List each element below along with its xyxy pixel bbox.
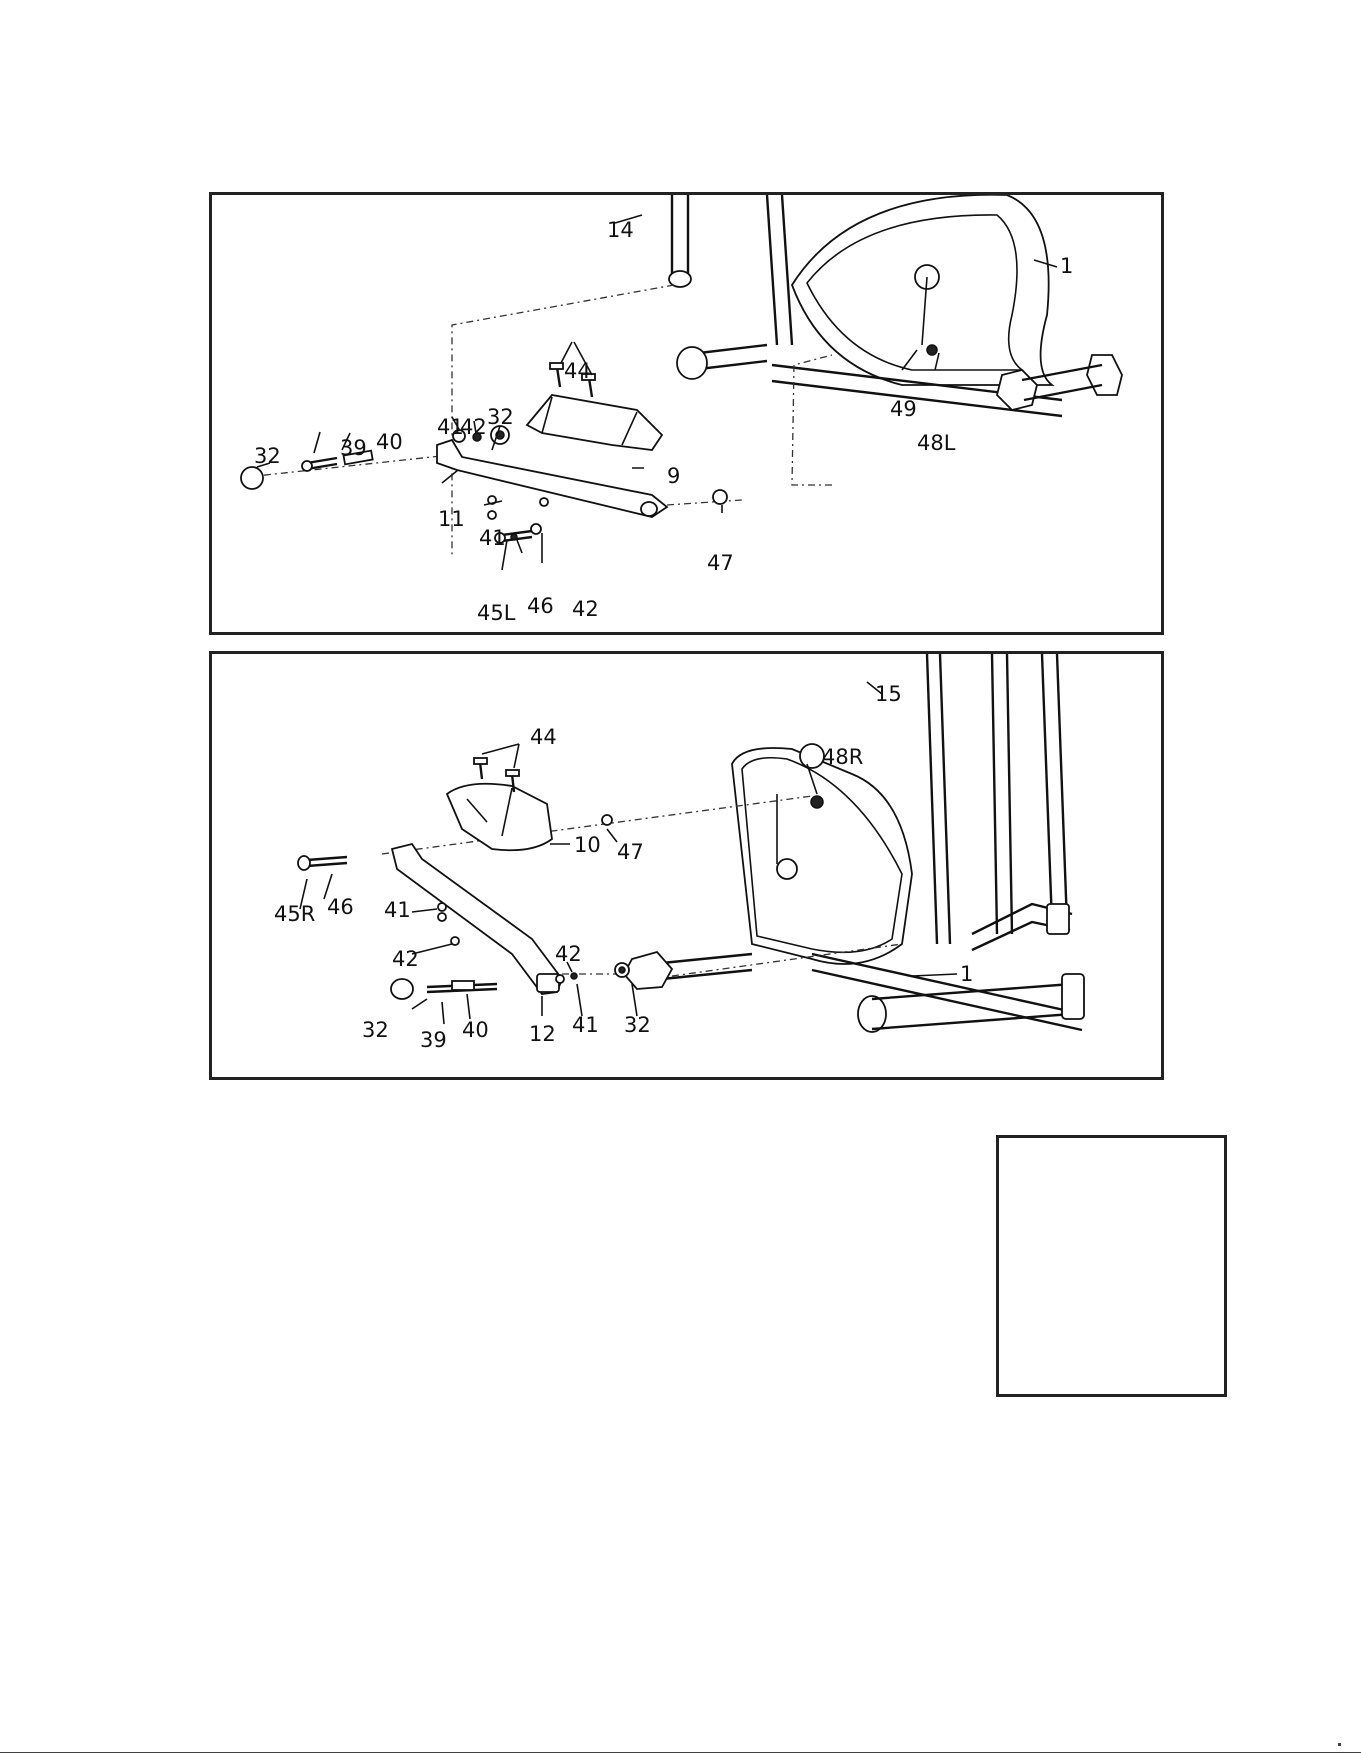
main-frame-part-1 [624, 654, 1084, 1032]
callout-46: 46 [527, 594, 554, 618]
arm-part-14 [669, 195, 691, 287]
callout-32: 32 [254, 444, 281, 468]
callout-41: 41 [572, 1013, 599, 1037]
callout-47: 47 [617, 840, 644, 864]
callout-48r: 48R [822, 745, 863, 769]
main-frame-part-1 [677, 195, 1122, 416]
callout-41: 41 [384, 898, 411, 922]
callout-12: 12 [529, 1022, 556, 1046]
assembly-diagram-right-pedal: 15 44 48R 47 10 45R 46 41 42 42 1 32 39 … [209, 651, 1164, 1080]
callout-32: 32 [487, 405, 514, 429]
footer-mark [1338, 1743, 1341, 1746]
assembly-line [792, 355, 832, 485]
callout-11: 11 [438, 507, 465, 531]
callout-42: 42 [460, 415, 487, 439]
pedal-part-10 [447, 784, 552, 850]
callout-42: 42 [555, 942, 582, 966]
callout-45r: 45R [274, 902, 315, 926]
callout-41: 41 [479, 526, 506, 550]
callout-9: 9 [667, 464, 680, 488]
callout-44: 44 [564, 359, 591, 383]
pedal-part-9 [527, 395, 662, 450]
callout-14: 14 [607, 218, 634, 242]
pedal-arm-part-11 [437, 440, 667, 517]
callout-42: 42 [392, 947, 419, 971]
callout-40: 40 [462, 1018, 489, 1042]
callout-47: 47 [707, 551, 734, 575]
callout-32: 32 [624, 1013, 651, 1037]
callout-49: 49 [890, 397, 917, 421]
callout-42: 42 [572, 597, 599, 621]
left-pedal-exploded-view: 14 1 44 32 41 42 39 40 9 11 41 49 48L 47… [212, 195, 1161, 632]
callout-1: 1 [960, 962, 973, 986]
callout-46: 46 [327, 895, 354, 919]
assembly-diagram-left-pedal: 14 1 44 32 41 42 39 40 9 11 41 49 48L 47… [209, 192, 1164, 635]
callout-45l: 45L [477, 601, 516, 625]
callout-32: 32 [362, 1018, 389, 1042]
footer-rule [0, 1752, 1361, 1753]
callout-15: 15 [875, 682, 902, 706]
callout-44: 44 [530, 725, 557, 749]
callout-39: 39 [340, 436, 367, 460]
right-pedal-exploded-view: 15 44 48R 47 10 45R 46 41 42 42 1 32 39 … [212, 654, 1161, 1077]
callout-48l: 48L [917, 431, 956, 455]
callout-1: 1 [1060, 254, 1073, 278]
callout-39: 39 [420, 1028, 447, 1052]
empty-note-box [996, 1135, 1227, 1397]
callout-10: 10 [574, 833, 601, 857]
callout-40: 40 [376, 430, 403, 454]
assembly-line [667, 500, 742, 505]
pedal-arm-part-12 [392, 844, 562, 994]
